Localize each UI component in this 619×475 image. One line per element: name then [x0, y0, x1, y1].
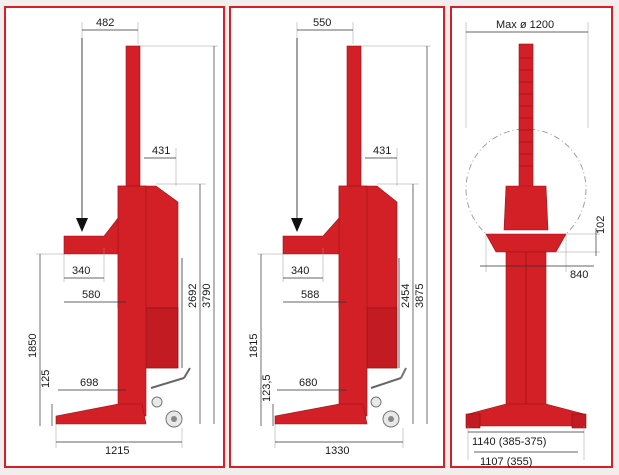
dim-top-offset: 482 [96, 17, 114, 29]
dim-height-small: 2454 [400, 284, 412, 308]
dim-base-height: 125 [40, 370, 52, 388]
dim-height-small: 2692 [187, 284, 199, 308]
dim-max-diameter: Max ø 1200 [496, 19, 554, 31]
lift-column [346, 45, 362, 187]
fork-plate [485, 233, 567, 253]
side-view-2-drawing: 550 431 2454 3875 1 [248, 17, 431, 457]
lift-column [125, 45, 141, 187]
fork-arm [282, 217, 340, 255]
base-foot [55, 403, 147, 425]
dim-column-offset: 431 [373, 145, 391, 157]
dim-lift-height: 1815 [248, 334, 260, 358]
side-view-1-drawing: 482 431 2692 3790 [27, 17, 218, 457]
load-arrow-icon [291, 218, 303, 232]
front-view-panel: Max ø 1200 [450, 6, 613, 468]
dim-overall-length: 1330 [325, 445, 349, 457]
dim-fork-width: 340 [291, 265, 309, 277]
dim-height-total: 3790 [201, 284, 213, 308]
side-view-panel-1: 482 431 2692 3790 [4, 6, 225, 468]
dim-fork-width: 340 [72, 265, 90, 277]
load-arrow-icon [76, 218, 88, 232]
base-foot [467, 403, 585, 427]
dim-lift-height: 1850 [27, 334, 39, 358]
fork-arm [63, 217, 119, 255]
dim-base-width-b: 1107 (355) [480, 456, 532, 468]
side-view-panel-2: 550 431 2454 3875 1 [229, 6, 445, 468]
carriage [503, 185, 549, 231]
dim-height-total: 3875 [414, 284, 426, 308]
dim-foot-length: 680 [299, 377, 317, 389]
dim-foot-length: 698 [80, 377, 98, 389]
dim-overall-length: 1215 [105, 445, 129, 457]
dim-base-height: 123,5 [261, 374, 273, 402]
dim-fork-span: 840 [570, 269, 588, 281]
dim-base-width-a: 1140 (385-375) [472, 436, 546, 448]
front-view-drawing: Max ø 1200 [465, 19, 607, 468]
dim-fork-thickness: 102 [595, 216, 607, 234]
base-foot [274, 403, 368, 425]
dim-fork-reach: 588 [301, 289, 319, 301]
dim-top-offset: 550 [313, 17, 331, 29]
dim-column-offset: 431 [152, 145, 170, 157]
dim-fork-reach: 580 [82, 289, 100, 301]
